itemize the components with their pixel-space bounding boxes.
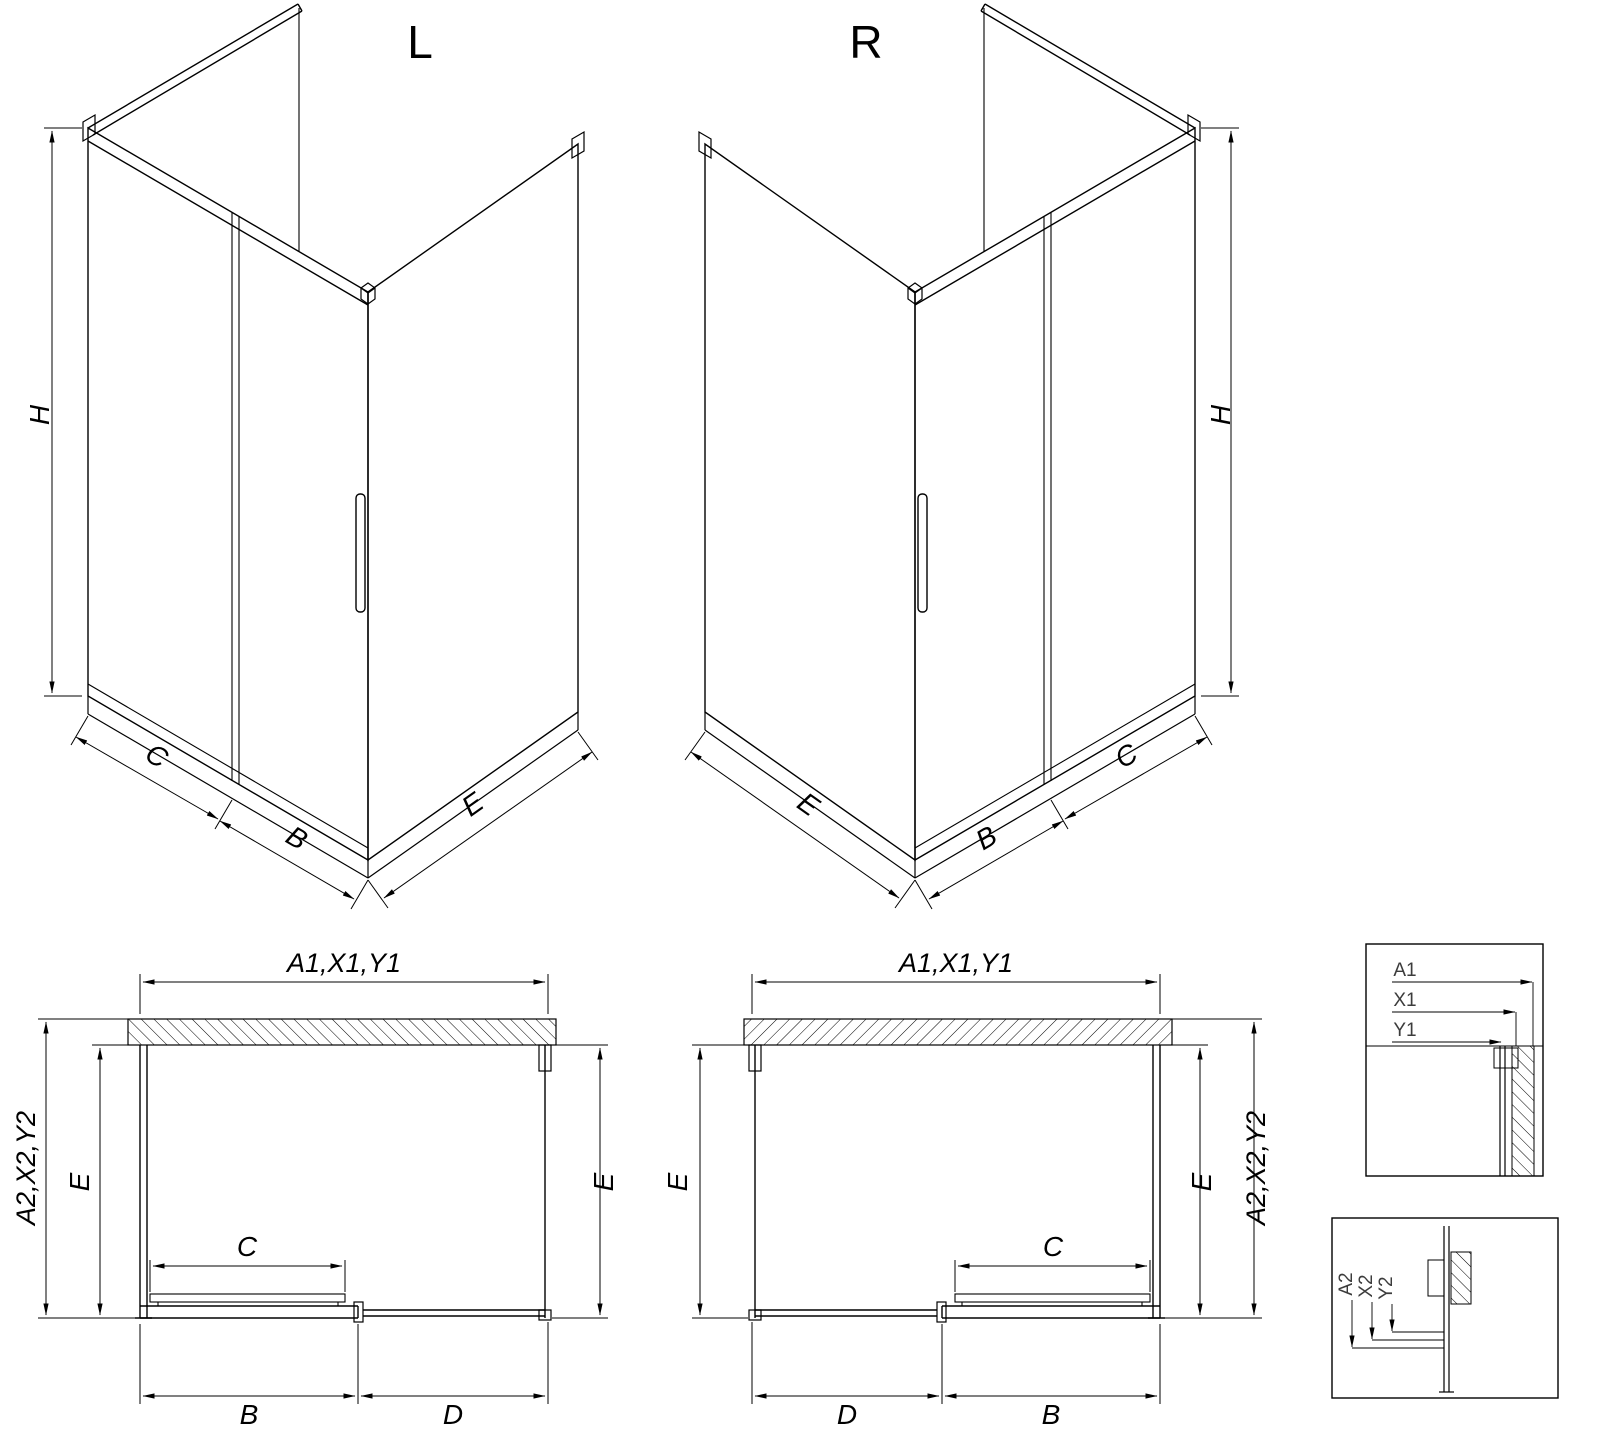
detail-label-a2: A2 xyxy=(1336,1272,1357,1295)
dim-label-door: C xyxy=(237,1231,258,1262)
detail-label-y2: Y2 xyxy=(1376,1276,1397,1299)
dim-label-depth: A2,X2,Y2 xyxy=(11,1111,41,1227)
dim-label-bottom-right: D xyxy=(443,1399,463,1430)
detail-label-x1: X1 xyxy=(1393,990,1416,1011)
rail-hatch xyxy=(1450,1251,1472,1305)
roller-bracket xyxy=(1427,1259,1445,1297)
plan-view-right-labels: A1,X1,Y1 E C E A2,X2,Y2 D B xyxy=(662,948,1271,1430)
plan-view-right-geometry xyxy=(692,974,1262,1404)
iso-view-left-geometry xyxy=(44,4,598,909)
view-title-left: L xyxy=(407,16,433,68)
dim-label-bottom-left: D xyxy=(837,1399,857,1430)
detail-leaders xyxy=(1349,1300,1444,1349)
dim-label-e: E xyxy=(792,786,825,822)
iso-view-left-labels: L H C B E xyxy=(24,16,489,856)
iso-view-right-labels: R H E B C xyxy=(792,16,1236,856)
dim-label-bottom-left: B xyxy=(240,1399,259,1430)
dim-label-side-left: E xyxy=(662,1172,693,1191)
detail-floor-section: A2 X2 Y2 xyxy=(1331,1217,1559,1399)
detail-label-a1: A1 xyxy=(1393,960,1416,981)
detail-frame xyxy=(1365,943,1544,1177)
dim-label-e: E xyxy=(456,786,489,822)
dim-label-width: A1,X1,Y1 xyxy=(285,948,401,978)
dim-label-side-left: E xyxy=(64,1172,95,1191)
wall-hatch xyxy=(1511,1045,1535,1177)
detail-label-x2: X2 xyxy=(1356,1274,1377,1297)
dim-label-side-right: E xyxy=(1186,1172,1217,1191)
dim-label-side-right: E xyxy=(588,1172,619,1191)
view-title-right: R xyxy=(849,16,882,68)
detail-label-y1: Y1 xyxy=(1393,1020,1416,1041)
dim-label-h: H xyxy=(24,404,55,425)
dim-label-door: C xyxy=(1043,1231,1064,1262)
dim-label-width: A1,X1,Y1 xyxy=(897,948,1013,978)
detail-frame xyxy=(1331,1217,1559,1399)
detail-wall-section: A1 X1 Y1 xyxy=(1365,943,1544,1177)
wall-bracket xyxy=(1493,1047,1519,1069)
detail-leaders xyxy=(1392,979,1534,1046)
plan-view-left-labels: A1,X1,Y1 A2,X2,Y2 E C E B D xyxy=(11,948,619,1430)
plan-view-left-geometry xyxy=(38,974,608,1404)
dim-label-depth: A2,X2,Y2 xyxy=(1241,1111,1271,1227)
iso-view-right-geometry xyxy=(685,4,1239,909)
dim-label-bottom-right: B xyxy=(1042,1399,1061,1430)
dim-label-h: H xyxy=(1205,404,1236,425)
